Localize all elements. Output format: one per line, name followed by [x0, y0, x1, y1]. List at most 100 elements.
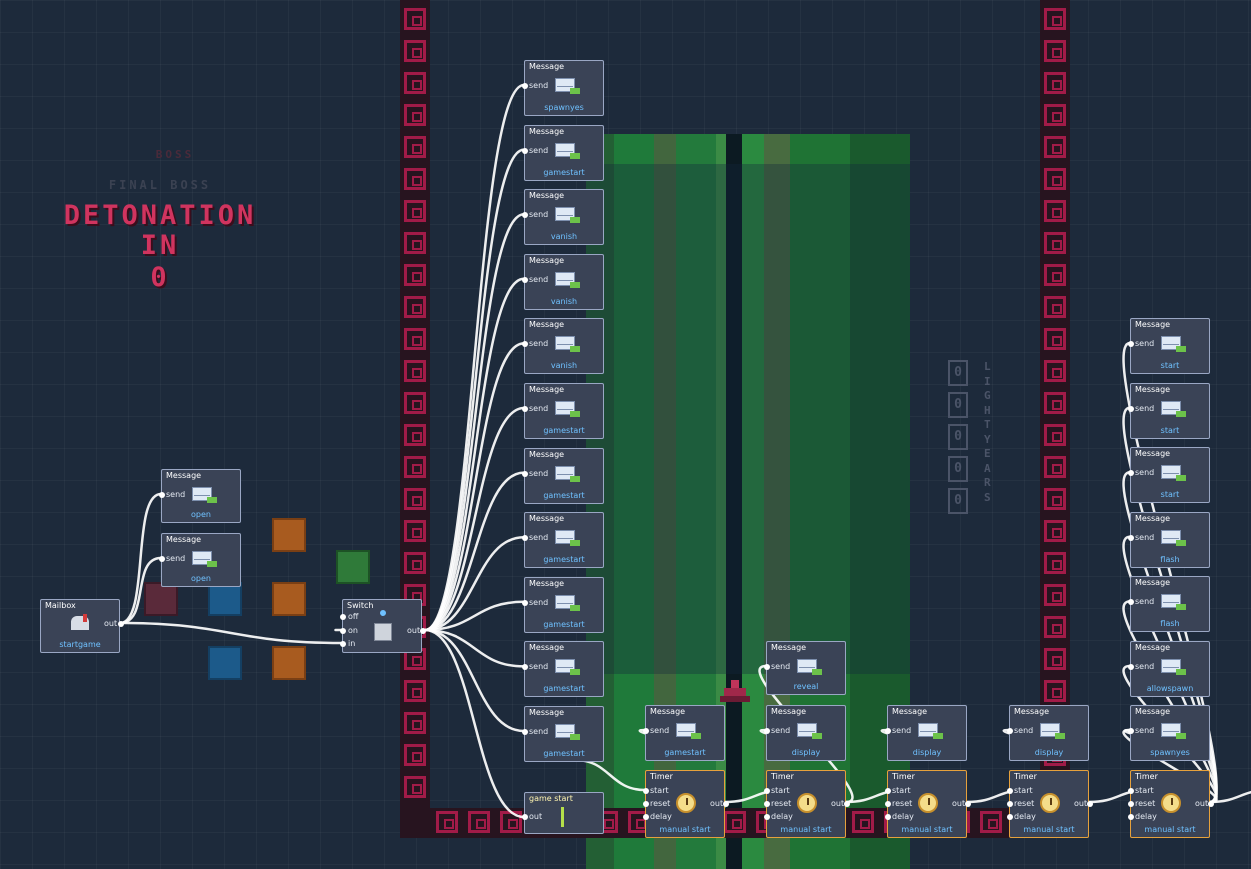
reset-port[interactable]	[643, 801, 649, 807]
send-port[interactable]	[159, 556, 165, 562]
reset-port[interactable]	[1007, 801, 1013, 807]
send-port[interactable]	[764, 728, 770, 734]
send-port[interactable]	[522, 599, 528, 606]
message-node-reveal[interactable]: Message send reveal	[764, 641, 846, 695]
wire	[119, 621, 343, 645]
brick-tile	[1044, 488, 1066, 510]
brick-tile	[1044, 424, 1066, 446]
switch-icon	[374, 623, 392, 641]
timer-node[interactable]: Timer start reset delay out manual start	[885, 770, 971, 838]
out-port[interactable]	[965, 801, 971, 807]
send-port[interactable]	[522, 664, 528, 671]
node-title: Timer	[1014, 772, 1037, 781]
message-node-gamestart[interactable]: Message send gamestart	[522, 576, 604, 633]
message-node-display[interactable]: Message send display	[764, 705, 846, 761]
node-title: Message	[529, 320, 565, 330]
send-port[interactable]	[1128, 728, 1134, 734]
send-port[interactable]	[522, 276, 528, 283]
timer-node[interactable]: Timer start reset delay out manual start	[643, 770, 729, 838]
out-port-label: out	[952, 799, 966, 808]
start-port[interactable]	[643, 788, 649, 794]
off-port[interactable]	[340, 614, 346, 620]
send-port[interactable]	[522, 147, 528, 154]
send-port[interactable]	[1128, 405, 1134, 412]
message-node-vanish[interactable]: Message send vanish	[522, 253, 604, 310]
message-node-spawnyes[interactable]: Message send spawnyes	[1128, 705, 1210, 761]
delay-port[interactable]	[885, 814, 891, 820]
send-port[interactable]	[1007, 728, 1013, 734]
send-port[interactable]	[1128, 664, 1134, 670]
delay-port[interactable]	[1007, 814, 1013, 820]
mailbox-node[interactable]: Mailbox out startgame	[40, 599, 124, 653]
delay-port[interactable]	[643, 814, 649, 820]
start-port[interactable]	[885, 788, 891, 794]
reset-port[interactable]	[885, 801, 891, 807]
reset-port[interactable]	[1128, 801, 1134, 807]
send-port[interactable]	[522, 341, 528, 348]
message-node-open-1[interactable]: Message send open	[159, 469, 241, 523]
send-port[interactable]	[1128, 341, 1134, 347]
out-port[interactable]	[844, 801, 850, 807]
send-port-label: send	[529, 210, 549, 220]
message-node-start[interactable]: Message send start	[1128, 318, 1210, 374]
send-port[interactable]	[522, 83, 528, 89]
message-node-open-2[interactable]: Message send open	[159, 533, 241, 587]
message-node-flash[interactable]: Message send flash	[1128, 576, 1210, 633]
brick-tile	[404, 200, 426, 222]
message-node-vanish[interactable]: Message send vanish	[522, 189, 604, 246]
send-port[interactable]	[522, 406, 528, 412]
node-title: Timer	[650, 772, 673, 781]
message-node-allowspawn[interactable]: Message send allowspawn	[1128, 641, 1210, 697]
send-port[interactable]	[522, 729, 528, 735]
brick-tile	[404, 456, 426, 478]
out-port[interactable]	[118, 621, 124, 627]
send-port[interactable]	[1128, 470, 1134, 477]
out-port[interactable]	[1087, 801, 1093, 807]
start-port[interactable]	[1007, 788, 1013, 794]
message-node-gamestart[interactable]: Message send gamestart	[522, 383, 604, 439]
message-node-gamestart[interactable]: Message send gamestart	[522, 706, 604, 762]
detonation-in-label: IN	[140, 230, 180, 261]
send-port[interactable]	[522, 470, 528, 477]
start-port-label: start	[1135, 786, 1154, 795]
message-node-vanish[interactable]: Message send vanish	[522, 318, 604, 375]
message-node-flash[interactable]: Message send flash	[1128, 511, 1210, 568]
delay-port[interactable]	[1128, 814, 1134, 820]
on-port[interactable]	[340, 628, 346, 634]
timer-node[interactable]: Timer start reset delay out manual start	[1128, 770, 1214, 838]
send-port[interactable]	[643, 728, 649, 734]
out-port[interactable]	[723, 801, 729, 807]
node-value: start	[1160, 490, 1180, 500]
message-node-gamestart[interactable]: Message send gamestart	[522, 512, 604, 569]
switch-node[interactable]: Switch off on in out	[340, 599, 426, 653]
send-port[interactable]	[522, 535, 528, 542]
alarm-clock-icon	[797, 793, 817, 813]
timer-node[interactable]: Timer start reset delay out manual start	[1007, 770, 1093, 838]
send-port[interactable]	[1128, 599, 1134, 606]
in-port[interactable]	[340, 641, 346, 647]
message-node-display[interactable]: Message send display	[885, 705, 967, 761]
send-port[interactable]	[159, 492, 165, 498]
node-title: Message	[529, 255, 565, 265]
message-node-gamestart[interactable]: Message send gamestart	[522, 447, 604, 504]
delay-port[interactable]	[764, 814, 770, 820]
message-node-gamestart[interactable]: Message send gamestart	[522, 124, 604, 181]
send-port[interactable]	[1128, 534, 1134, 541]
message-node-display[interactable]: Message send display	[1007, 705, 1089, 761]
out-port[interactable]	[1208, 801, 1214, 807]
send-port[interactable]	[764, 664, 770, 670]
game-start-node[interactable]: game start out	[522, 792, 604, 834]
message-node-gamestart[interactable]: Message send gamestart	[643, 705, 725, 761]
send-port[interactable]	[885, 728, 891, 734]
out-port[interactable]	[420, 628, 426, 634]
reset-port[interactable]	[764, 801, 770, 807]
start-port[interactable]	[1128, 788, 1134, 794]
message-node-gamestart[interactable]: Message send gamestart	[522, 641, 604, 698]
message-node-start[interactable]: Message send start	[1128, 447, 1210, 504]
out-port[interactable]	[522, 814, 528, 820]
timer-node[interactable]: Timer start reset delay out manual start	[764, 770, 850, 838]
message-node-spawnyes[interactable]: Message send spawnyes	[522, 60, 604, 116]
message-node-start[interactable]: Message send start	[1128, 382, 1210, 439]
start-port[interactable]	[764, 788, 770, 794]
send-port[interactable]	[522, 212, 528, 219]
